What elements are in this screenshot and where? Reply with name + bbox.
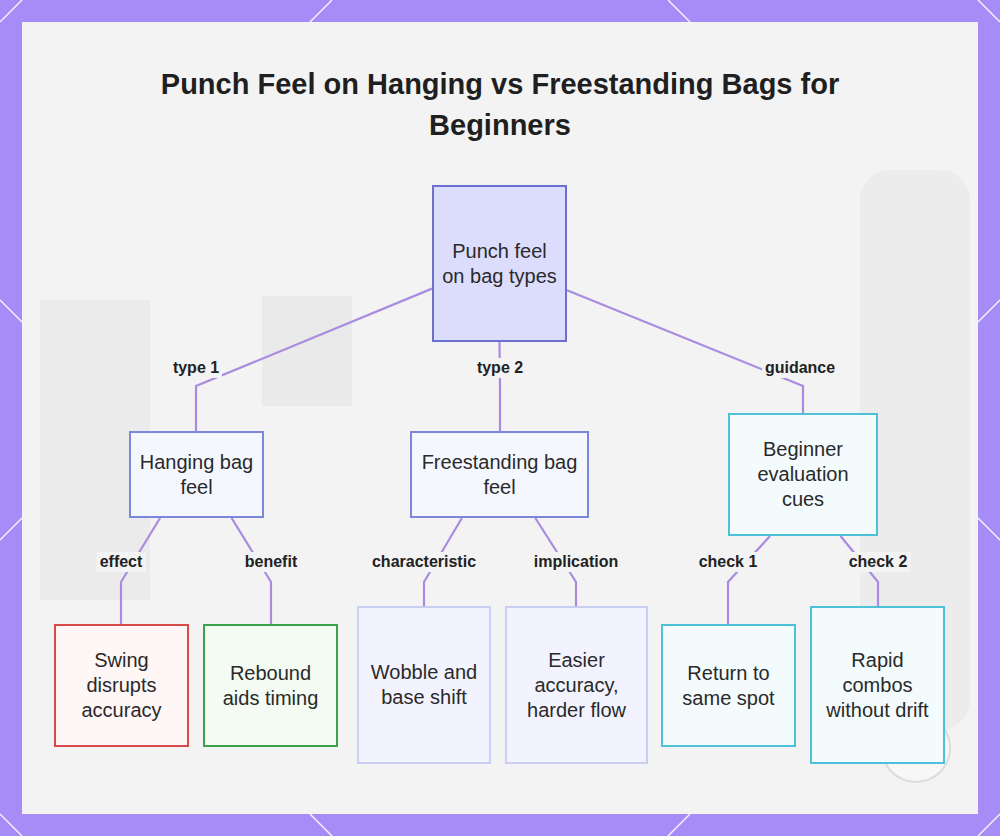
- edge-label: type 2: [474, 358, 526, 378]
- leaf-box: Easier accuracy, harder flow: [505, 606, 648, 764]
- node-text: Hanging bag feel: [139, 450, 254, 500]
- blurred-shape: [262, 296, 352, 406]
- category-box: Hanging bag feel: [129, 431, 264, 518]
- node-text: Freestanding bag feel: [420, 450, 579, 500]
- connector: [196, 289, 432, 431]
- node-text: Return to same spot: [671, 661, 786, 711]
- root-box: Punch feel on bag types: [432, 185, 567, 342]
- edge-label: characteristic: [369, 552, 479, 572]
- node-text: Easier accuracy, harder flow: [515, 648, 638, 723]
- connector: [728, 536, 770, 624]
- node-text: Punch feel on bag types: [442, 239, 557, 289]
- leaf-box: Rebound aids timing: [203, 624, 338, 747]
- node-text: Rebound aids timing: [213, 661, 328, 711]
- leaf-box: Return to same spot: [661, 624, 796, 747]
- leaf-box: Swing disrupts accuracy: [54, 624, 189, 747]
- panel: [22, 22, 978, 814]
- edge-label: guidance: [762, 358, 838, 378]
- edge-label: benefit: [242, 552, 300, 572]
- node-text: Rapid combos without drift: [820, 648, 935, 723]
- node-text: Beginner evaluation cues: [738, 437, 868, 512]
- edge-label: implication: [531, 552, 621, 572]
- node-text: Wobble and base shift: [367, 660, 481, 710]
- edge-label: type 1: [170, 358, 222, 378]
- edge-label: check 1: [696, 552, 761, 572]
- connector: [498, 342, 501, 431]
- diagram-title: Punch Feel on Hanging vs Freestanding Ba…: [100, 64, 900, 146]
- leaf-box: Rapid combos without drift: [810, 606, 945, 764]
- category-box: Beginner evaluation cues: [728, 413, 878, 536]
- edge-label: check 2: [846, 552, 911, 572]
- edge-label: effect: [97, 552, 146, 572]
- node-text: Swing disrupts accuracy: [64, 648, 179, 723]
- connector: [567, 290, 803, 413]
- leaf-box: Wobble and base shift: [357, 606, 491, 764]
- category-box: Freestanding bag feel: [410, 431, 589, 518]
